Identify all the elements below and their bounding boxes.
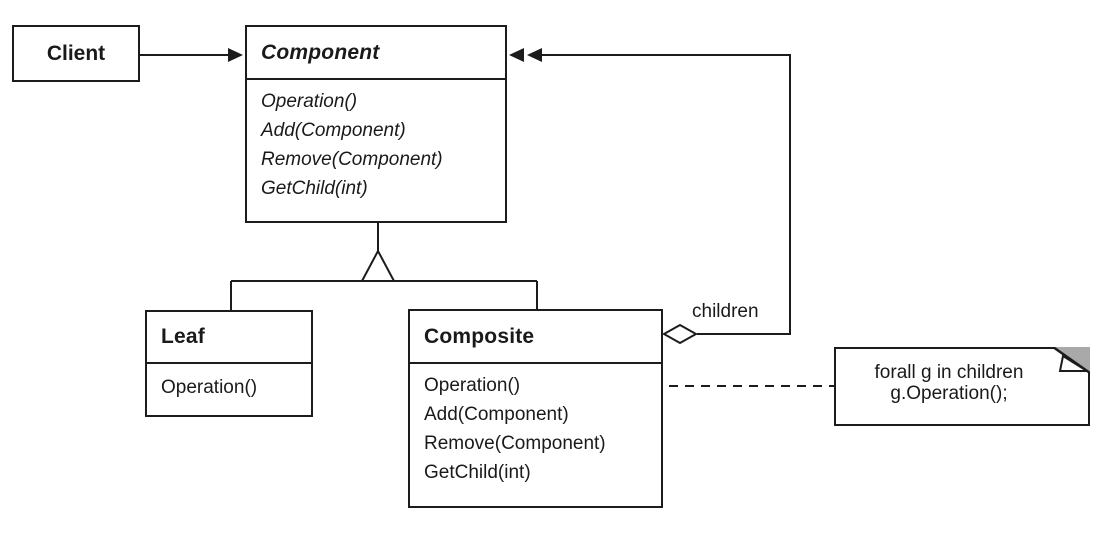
client-component-arrowhead-icon xyxy=(228,48,243,62)
children-role-label: children xyxy=(692,301,759,322)
children-arrowhead-inner-icon xyxy=(527,48,542,62)
aggregation-diamond-icon xyxy=(661,323,699,345)
method-item: GetChild(int) xyxy=(424,462,531,483)
class-box-composite: Composite Operation() Add(Component) Rem… xyxy=(408,309,663,508)
class-methods-component: Operation() Add(Component) Remove(Compon… xyxy=(247,80,505,203)
method-item: Operation() xyxy=(261,91,358,112)
class-box-client: Client xyxy=(12,25,140,82)
class-box-component: Component Operation() Add(Component) Rem… xyxy=(245,25,507,223)
class-box-leaf: Leaf Operation() xyxy=(145,310,313,417)
class-header-composite: Composite xyxy=(410,311,661,364)
note-text-line: forall g in children xyxy=(874,362,1024,383)
note-text-line: g.Operation(); xyxy=(890,383,1008,404)
note-fold-icon xyxy=(1052,347,1090,375)
class-methods-leaf: Operation() xyxy=(147,364,311,402)
method-item: Operation() xyxy=(424,375,521,396)
inheritance-triangle-icon xyxy=(360,248,396,282)
class-header-leaf: Leaf xyxy=(147,312,311,364)
class-name-composite: Composite xyxy=(424,324,535,348)
annotation-note: forall g in children g.Operation(); xyxy=(834,347,1090,426)
class-name-component: Component xyxy=(261,40,380,64)
method-item: Remove(Component) xyxy=(261,149,443,170)
method-item: GetChild(int) xyxy=(261,178,368,199)
class-methods-composite: Operation() Add(Component) Remove(Compon… xyxy=(410,364,661,487)
class-header-component: Component xyxy=(247,27,505,80)
children-arrowhead-outer-icon xyxy=(509,48,524,62)
class-name-leaf: Leaf xyxy=(161,325,205,348)
method-item: Operation() xyxy=(161,377,258,398)
class-name-client: Client xyxy=(46,41,106,65)
method-item: Remove(Component) xyxy=(424,433,606,454)
method-item: Add(Component) xyxy=(424,404,569,425)
children-loop-line xyxy=(538,54,791,335)
method-item: Add(Component) xyxy=(261,120,406,141)
